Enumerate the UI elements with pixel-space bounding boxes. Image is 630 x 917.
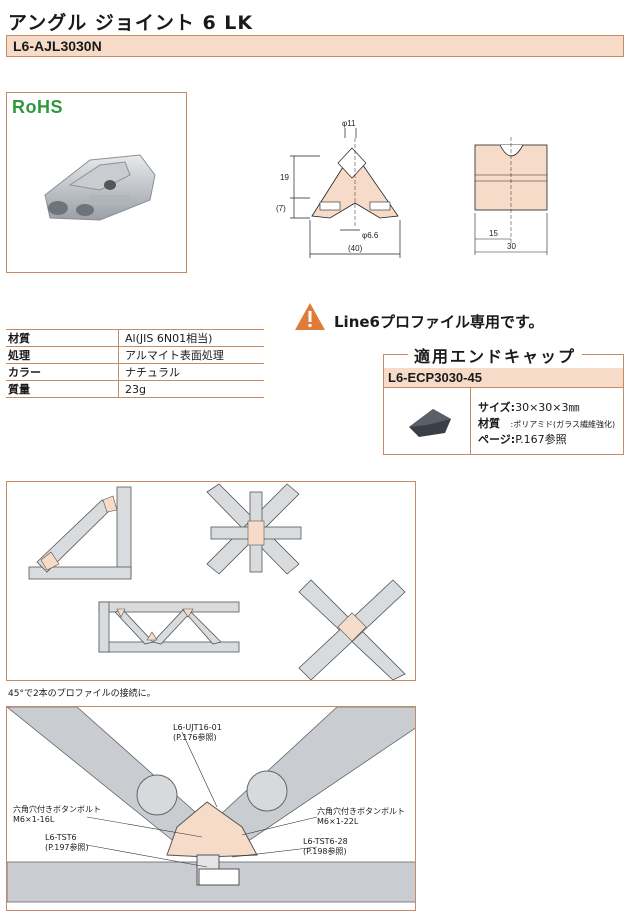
front-dimension-drawing: φ11 19 (7) φ6.6 (40) xyxy=(276,119,401,258)
callout-bolt-right: 六角穴付きボタンボルト M6×1-22L xyxy=(317,807,405,826)
usage-example-box xyxy=(6,481,416,681)
product-code-bar: L6-AJL3030N xyxy=(6,35,624,57)
product-photo-frame xyxy=(6,92,187,273)
callout-tst6: L6-TST6 (P.197参照) xyxy=(45,833,89,852)
end-cap-code: L6-ECP3030-45 xyxy=(384,368,623,388)
end-cap-divider xyxy=(470,388,471,454)
side-dimension-drawing: 15 30 xyxy=(474,137,548,255)
product-photo xyxy=(44,154,156,221)
spec-row: カラーナチュラル xyxy=(6,363,264,381)
assembly-detail-drawing xyxy=(7,707,415,903)
callout-bolt-left: 六角穴付きボタンボルト M6×1-16L xyxy=(13,805,101,824)
dim-side-15: 15 xyxy=(489,229,498,238)
dim-width-40: (40) xyxy=(348,244,363,253)
dim-bottom-dia: φ6.6 xyxy=(362,231,379,240)
warning-text: Line6プロファイル専用です。 xyxy=(334,313,544,331)
dim-top-dia: φ11 xyxy=(342,119,356,128)
end-cap-page: ページ:P.167参照 xyxy=(478,433,567,446)
warning-triangle-icon xyxy=(295,303,325,330)
end-cap-size: サイズ:30×30×3㎜ xyxy=(478,401,580,414)
dim-height-7: (7) xyxy=(276,204,286,213)
dim-height-19: 19 xyxy=(280,173,289,182)
assembly-detail-box: L6-UJT16-01 (P.176参照) 六角穴付きボタンボルト M6×1-1… xyxy=(6,706,416,911)
callout-ujt: L6-UJT16-01 (P.176参照) xyxy=(173,723,222,742)
end-cap-material: 材質 :ポリアミド(ガラス繊維強化) xyxy=(478,417,616,430)
usage-example-drawings xyxy=(28,483,406,680)
page-title: アングル ジョイント 6 LK xyxy=(8,12,254,34)
dim-side-30: 30 xyxy=(507,242,516,251)
end-cap-image xyxy=(409,409,451,437)
callout-tst6-28: L6-TST6-28 (P.198参照) xyxy=(303,837,348,856)
spec-row: 処理アルマイト表面処理 xyxy=(6,346,264,364)
usage-caption: 45°で2本のプロファイルの接続に。 xyxy=(8,689,156,699)
end-cap-heading: 適用エンドキャップ xyxy=(408,343,583,367)
rohs-logo: RoHS xyxy=(12,97,63,117)
